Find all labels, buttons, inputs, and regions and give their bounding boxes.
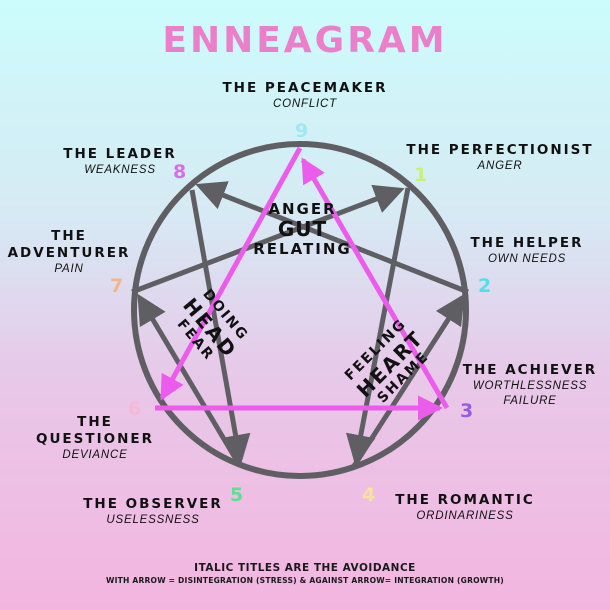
line-4-to-2 [351,293,465,468]
type-avoidance: USELESSNESS [106,514,200,526]
type-avoidance: DEVIANCE [62,449,128,461]
line-7-to-1 [131,184,405,295]
page-title: ENNEAGRAM [162,20,448,61]
type-number-3: 3 [460,400,474,422]
type-label-7: THE ADVENTURER PAIN [4,228,134,277]
type-label-8: THE LEADER WEAKNESS [60,146,180,178]
type-avoidance-line-1: WORTHLESSNESS [472,380,588,392]
type-label-9: THE PEACEMAKER CONFLICT [180,80,430,112]
gut-bottom-label: RELATING [253,240,352,258]
type-avoidance: ORDINARINESS [416,510,514,522]
enneagram-circle [131,141,469,479]
footer-legend: WITH ARROW = DISINTEGRATION (STRESS) & A… [106,576,504,585]
gut-top-label: ANGER [268,200,337,218]
type-label-2: THE HELPER OWN NEEDS [462,235,592,267]
type-avoidance: PAIN [54,263,84,275]
gut-main-label: GUT [277,217,328,241]
type-label-4: THE ROMANTIC ORDINARINESS [390,492,540,524]
type-avoidance: ANGER [477,160,523,172]
type-name: THE ROMANTIC [395,492,535,508]
type-avoidance: CONFLICT [273,98,337,110]
line-1-to-4 [345,187,411,465]
type-number-4: 4 [362,484,376,506]
line-2-to-8 [195,181,469,295]
type-name: THE HELPER [470,235,584,251]
type-number-9: 9 [295,120,309,142]
type-name: THE ACHIEVER [462,362,598,378]
type-number-8: 8 [173,161,187,183]
gut-center: ANGER GUT RELATING [240,200,365,258]
type-label-1: THE PERFECTIONIST ANGER [400,142,600,174]
type-avoidance-line-2: FAILURE [503,395,557,407]
type-name-line-1: THE [77,414,113,430]
type-name-line-2: ADVENTURER [7,245,131,261]
type-avoidance: OWN NEEDS [487,253,567,265]
type-label-6: THE QUESTIONER DEVIANCE [30,414,160,463]
triangle-lines [155,146,450,421]
line-5-to-7 [137,293,243,468]
type-name: THE LEADER [63,146,177,162]
line-8-to-5 [189,189,251,465]
type-label-3: THE ACHIEVER WORTHLESSNESS FAILURE [450,362,610,409]
type-number-2: 2 [478,275,492,297]
type-name-line-2: QUESTIONER [35,431,154,447]
line-3-to-9 [300,157,450,410]
type-label-5: THE OBSERVER USELESSNESS [78,496,228,528]
type-name: THE OBSERVER [83,496,223,512]
type-number-5: 5 [230,484,244,506]
type-name: THE PERFECTIONIST [406,142,594,158]
type-name: THE PEACEMAKER [222,80,388,96]
type-name-line-1: THE [51,228,87,244]
type-number-7: 7 [110,275,124,297]
type-number-6: 6 [128,398,142,420]
hexad-lines [131,181,469,468]
footer-note: ITALIC TITLES ARE THE AVOIDANCE [194,562,416,574]
type-number-1: 1 [414,164,428,186]
line-9-to-6 [159,146,303,401]
type-avoidance: WEAKNESS [84,164,156,176]
